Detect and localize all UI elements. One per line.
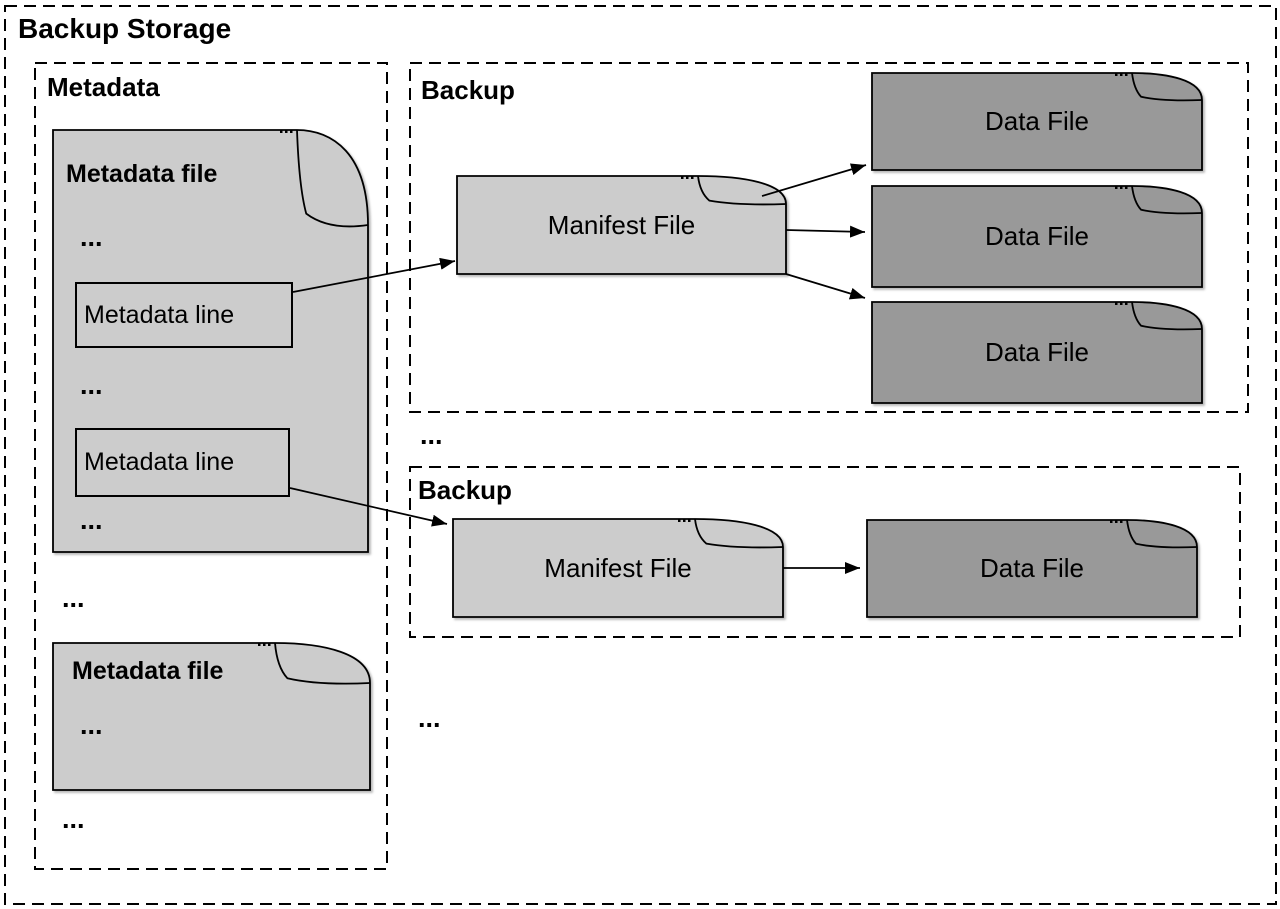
metadata-file-2-title: Metadata file <box>72 657 224 685</box>
data-file-3-label: Data File <box>984 337 1090 367</box>
metadata-file-1-ellipsis-top: ... <box>80 222 103 252</box>
backup-group-1-border <box>409 62 1249 413</box>
metadata-file-2-ellipsis: ... <box>80 710 103 740</box>
backup-group-1-label: Backup <box>421 75 515 105</box>
metadata-file-1-ellipsis-mid: ... <box>80 370 103 400</box>
arrow-metadata-line2-to-manifest2 <box>289 487 448 527</box>
manifest-file-1-label: Manifest File <box>547 209 696 240</box>
manifest-file-2-label: Manifest File <box>544 552 692 583</box>
arrow-metadata-line1-to-manifest1 <box>292 257 456 293</box>
manifest-file-1-shape <box>456 175 787 275</box>
ellipsis-between-backups: ... <box>420 420 443 450</box>
data-file-2-label: Data File <box>984 221 1090 251</box>
metadata-file-2-shape <box>52 642 371 791</box>
metadata-group-label: Metadata <box>47 72 160 102</box>
ellipsis-between-metadata-files: ... <box>62 583 85 613</box>
manifest-file-2-shape <box>452 518 784 618</box>
data-file-1-label: Data File <box>984 106 1090 136</box>
arrow-manifest1-to-datafile2 <box>785 225 866 238</box>
data-file-4-shape <box>866 519 1198 618</box>
metadata-line-1-label: Metadata line <box>84 300 235 329</box>
arrow-manifest1-to-datafile1 <box>761 163 867 197</box>
metadata-line-1: Metadata line <box>75 282 293 348</box>
diagram-title: Backup Storage <box>18 13 232 44</box>
metadata-file-1-title: Metadata file <box>66 160 218 188</box>
arrow-manifest1-to-datafile3 <box>785 273 866 300</box>
data-file-4-label: Data File <box>979 553 1085 583</box>
metadata-file-1-ellipsis-bottom: ... <box>80 505 103 535</box>
metadata-group-ellipsis-bottom: ... <box>62 804 85 834</box>
backup-storage-border <box>4 5 1277 905</box>
metadata-line-2: Metadata line <box>75 428 290 497</box>
data-file-3-shape <box>871 301 1203 404</box>
backup-group-2-border <box>409 466 1241 638</box>
data-file-2-shape <box>871 185 1203 288</box>
metadata-line-2-label: Metadata line <box>84 448 235 476</box>
backup-group-2-label: Backup <box>418 475 512 505</box>
metadata-group-border <box>34 62 388 870</box>
ellipsis-below-backup-2: ... <box>418 703 441 733</box>
data-file-1-shape <box>871 72 1203 171</box>
